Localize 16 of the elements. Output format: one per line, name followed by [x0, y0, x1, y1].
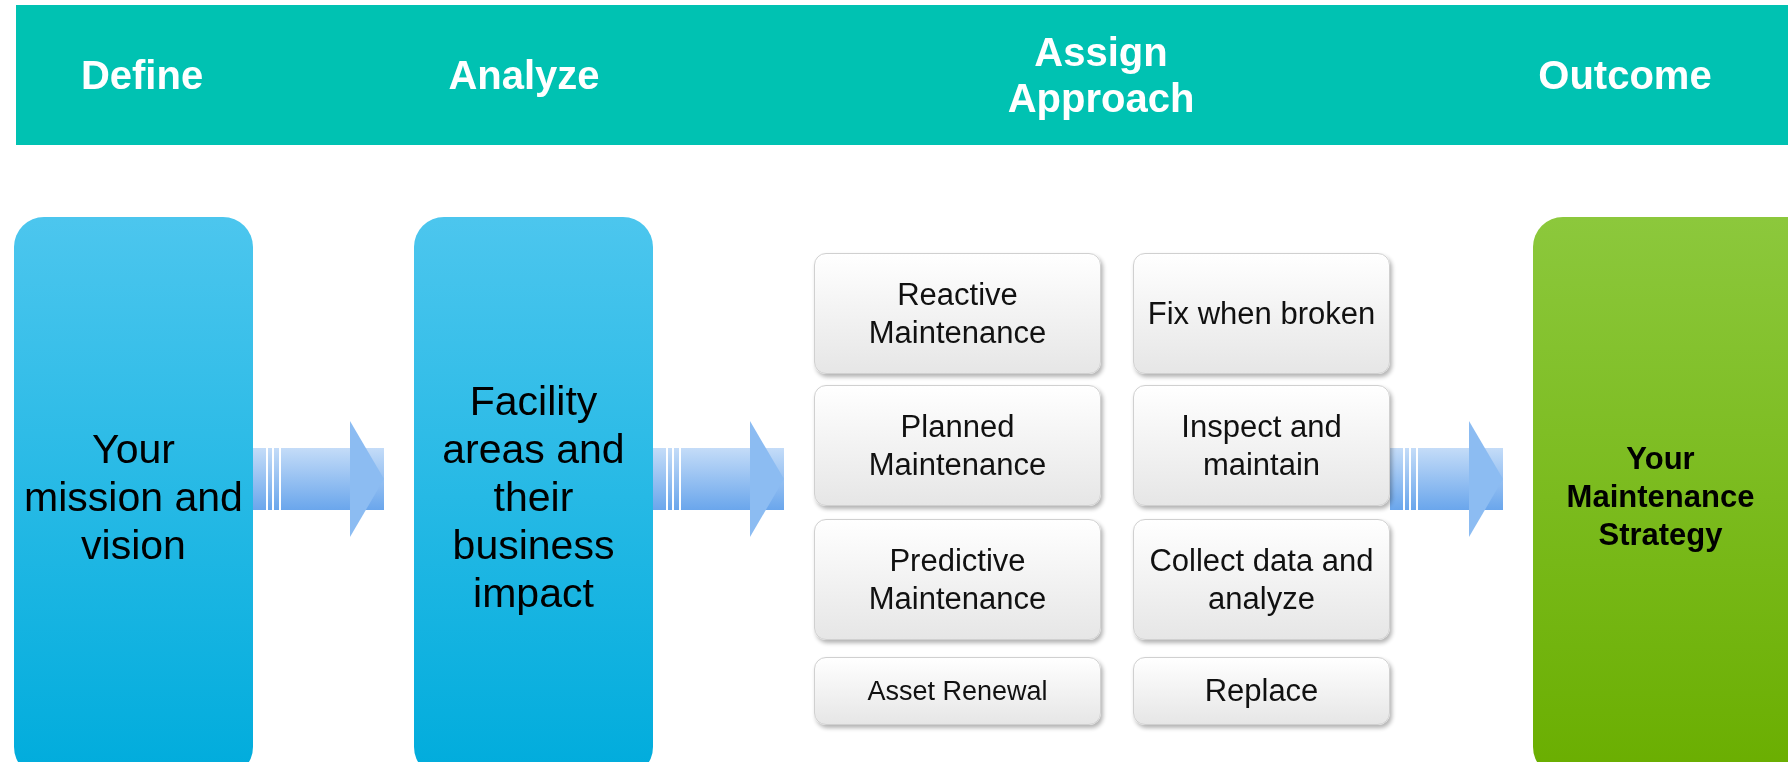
outcome-box: Your Maintenance Strategy	[1533, 217, 1788, 762]
stage-heading: Outcome	[1537, 52, 1713, 98]
process-box: Facility areas and their business impact	[414, 217, 653, 762]
approach-box: Replace	[1133, 657, 1390, 725]
approach-box: Inspect and maintain	[1133, 385, 1390, 506]
stage-heading: Analyze	[447, 52, 601, 98]
approach-box: Planned Maintenance	[814, 385, 1101, 506]
process-box: Your mission and vision	[14, 217, 253, 762]
approach-box: Asset Renewal	[814, 657, 1101, 725]
stage-heading: Assign Approach	[1006, 29, 1196, 121]
approach-box: Fix when broken	[1133, 253, 1390, 374]
approach-box: Collect data and analyze	[1133, 519, 1390, 640]
header-band	[16, 5, 1788, 145]
approach-box: Reactive Maintenance	[814, 253, 1101, 374]
approach-box: Predictive Maintenance	[814, 519, 1101, 640]
stage-heading: Define	[79, 52, 205, 98]
